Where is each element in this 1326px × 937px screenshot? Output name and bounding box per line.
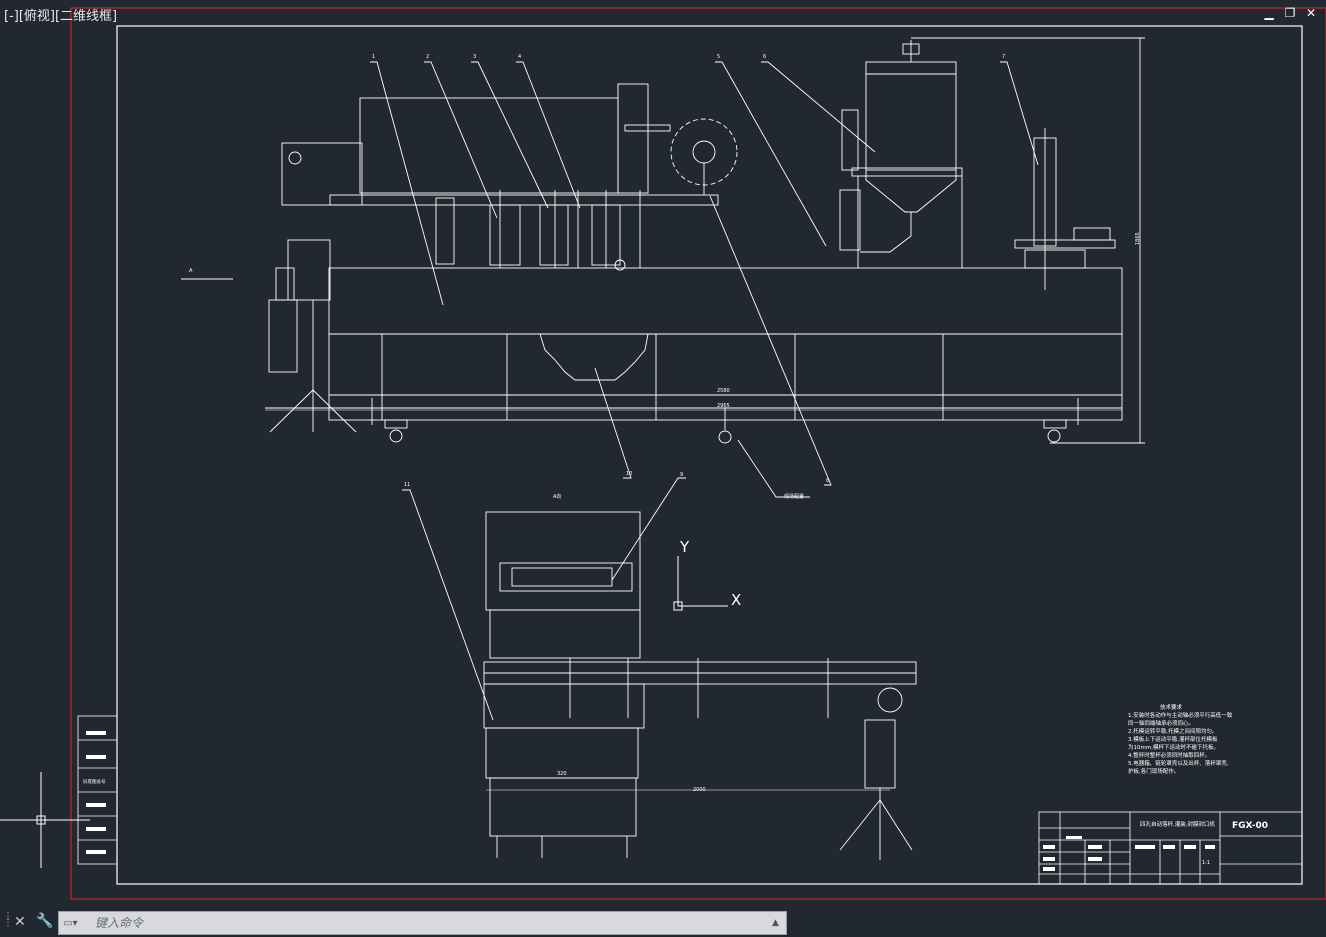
svg-text:2580: 2580: [717, 388, 730, 394]
title-block: [1038, 811, 1303, 885]
svg-text:1865: 1865: [1135, 232, 1141, 245]
grip-handle-icon[interactable]: ⋮⋮: [3, 911, 13, 928]
left-table-marks: [86, 731, 106, 854]
svg-text:10: 10: [626, 471, 632, 477]
ucs-x-label: X: [731, 591, 741, 609]
chevron-up-icon[interactable]: ▲: [772, 918, 779, 928]
layout-frame: [70, 7, 1326, 900]
svg-text:2: 2: [426, 54, 429, 60]
minimize-icon[interactable]: ▁: [1264, 6, 1274, 20]
command-input[interactable]: [89, 912, 772, 934]
svg-text:320: 320: [557, 771, 567, 777]
drawing-border: [116, 25, 1303, 885]
svg-text:2.托模运转平稳,托模之间间隙均匀。: 2.托模运转平稳,托模之间间隙均匀。: [1128, 727, 1218, 735]
svg-text:4.整杯时整杯必须同时抽取四杯。: 4.整杯时整杯必须同时抽取四杯。: [1128, 751, 1210, 759]
wrench-icon[interactable]: 🔧: [36, 913, 54, 929]
svg-text:2965: 2965: [717, 403, 730, 409]
svg-text:2000: 2000: [693, 787, 706, 793]
svg-text:护板,各门现场配作。: 护板,各门现场配作。: [1128, 767, 1179, 775]
svg-text:4: 4: [518, 54, 521, 60]
front-view-labels: 1 2 3 4 5 6 7 10 8 现场配置 A 2580 2965 1865: [189, 54, 1141, 500]
svg-text:5.电器箱、链轮罩壳以及出杯、落杯罩壳,: 5.电器箱、链轮罩壳以及出杯、落杯罩壳,: [1128, 759, 1229, 767]
svg-text:A向: A向: [553, 493, 561, 500]
svg-text:9: 9: [680, 472, 683, 478]
svg-text:为10mm,模杯下运动时不碰下托板。: 为10mm,模杯下运动时不碰下托板。: [1128, 743, 1219, 751]
svg-text:1.安装时各动作与主动轴必须平行高低一致: 1.安装时各动作与主动轴必须平行高低一致: [1128, 711, 1233, 719]
window-controls: ▁ ❐ ✕: [1262, 6, 1318, 20]
front-view: [181, 37, 1145, 498]
ucs-icon: [673, 556, 728, 611]
left-table-label: 旧底图总号: [83, 778, 106, 785]
drawing-number: FGX-00: [1232, 821, 1268, 831]
svg-text:3: 3: [473, 54, 476, 60]
title-block-marks: [1043, 836, 1215, 871]
svg-text:同一轴同端轴承必须同心。: 同一轴同端轴承必须同心。: [1128, 719, 1194, 727]
svg-text:8: 8: [826, 478, 829, 484]
viewport-label[interactable]: [-][俯视][二维线框]: [4, 9, 118, 24]
svg-text:11: 11: [404, 482, 410, 488]
close-icon[interactable]: ✕: [1305, 6, 1317, 20]
svg-text:现场配置: 现场配置: [784, 493, 804, 500]
svg-text:技术要求: 技术要求: [1160, 703, 1183, 711]
svg-text:7: 7: [1002, 54, 1005, 60]
left-table: [77, 715, 118, 865]
svg-text:5: 5: [717, 54, 720, 60]
svg-text:6: 6: [763, 54, 766, 60]
crosshair-cursor: [0, 772, 90, 868]
restore-icon[interactable]: ❐: [1284, 6, 1296, 20]
view-a-labels: A向 11 9 320 2000: [404, 472, 706, 793]
svg-text:A: A: [189, 268, 193, 274]
drawing-scale: 1:1: [1202, 860, 1210, 866]
command-prompt-icon[interactable]: ▭▾: [63, 917, 78, 929]
view-a: [402, 477, 917, 860]
drawing-canvas[interactable]: 1 2 3 4 5 6 7 10 8 现场配置 A 2580 2965 1865: [0, 0, 1326, 908]
svg-text:3.模板上下运动平稳,灌杯部位托模板: 3.模板上下运动平稳,灌杯部位托模板: [1128, 735, 1218, 743]
technical-requirements: 技术要求 1.安装时各动作与主动轴必须平行高低一致 同一轴同端轴承必须同心。 2…: [1128, 703, 1233, 775]
close-icon[interactable]: ✕: [14, 914, 26, 930]
command-line-bar: ⋮⋮ ✕ 🔧 ▭▾ ▲: [0, 908, 1326, 937]
svg-text:1: 1: [372, 54, 375, 60]
ucs-y-label: Y: [679, 538, 690, 556]
command-input-box: ▭▾ ▲: [58, 911, 787, 935]
drawing-name: 四孔自动落杯,灌装,封膜封口机: [1140, 820, 1215, 828]
